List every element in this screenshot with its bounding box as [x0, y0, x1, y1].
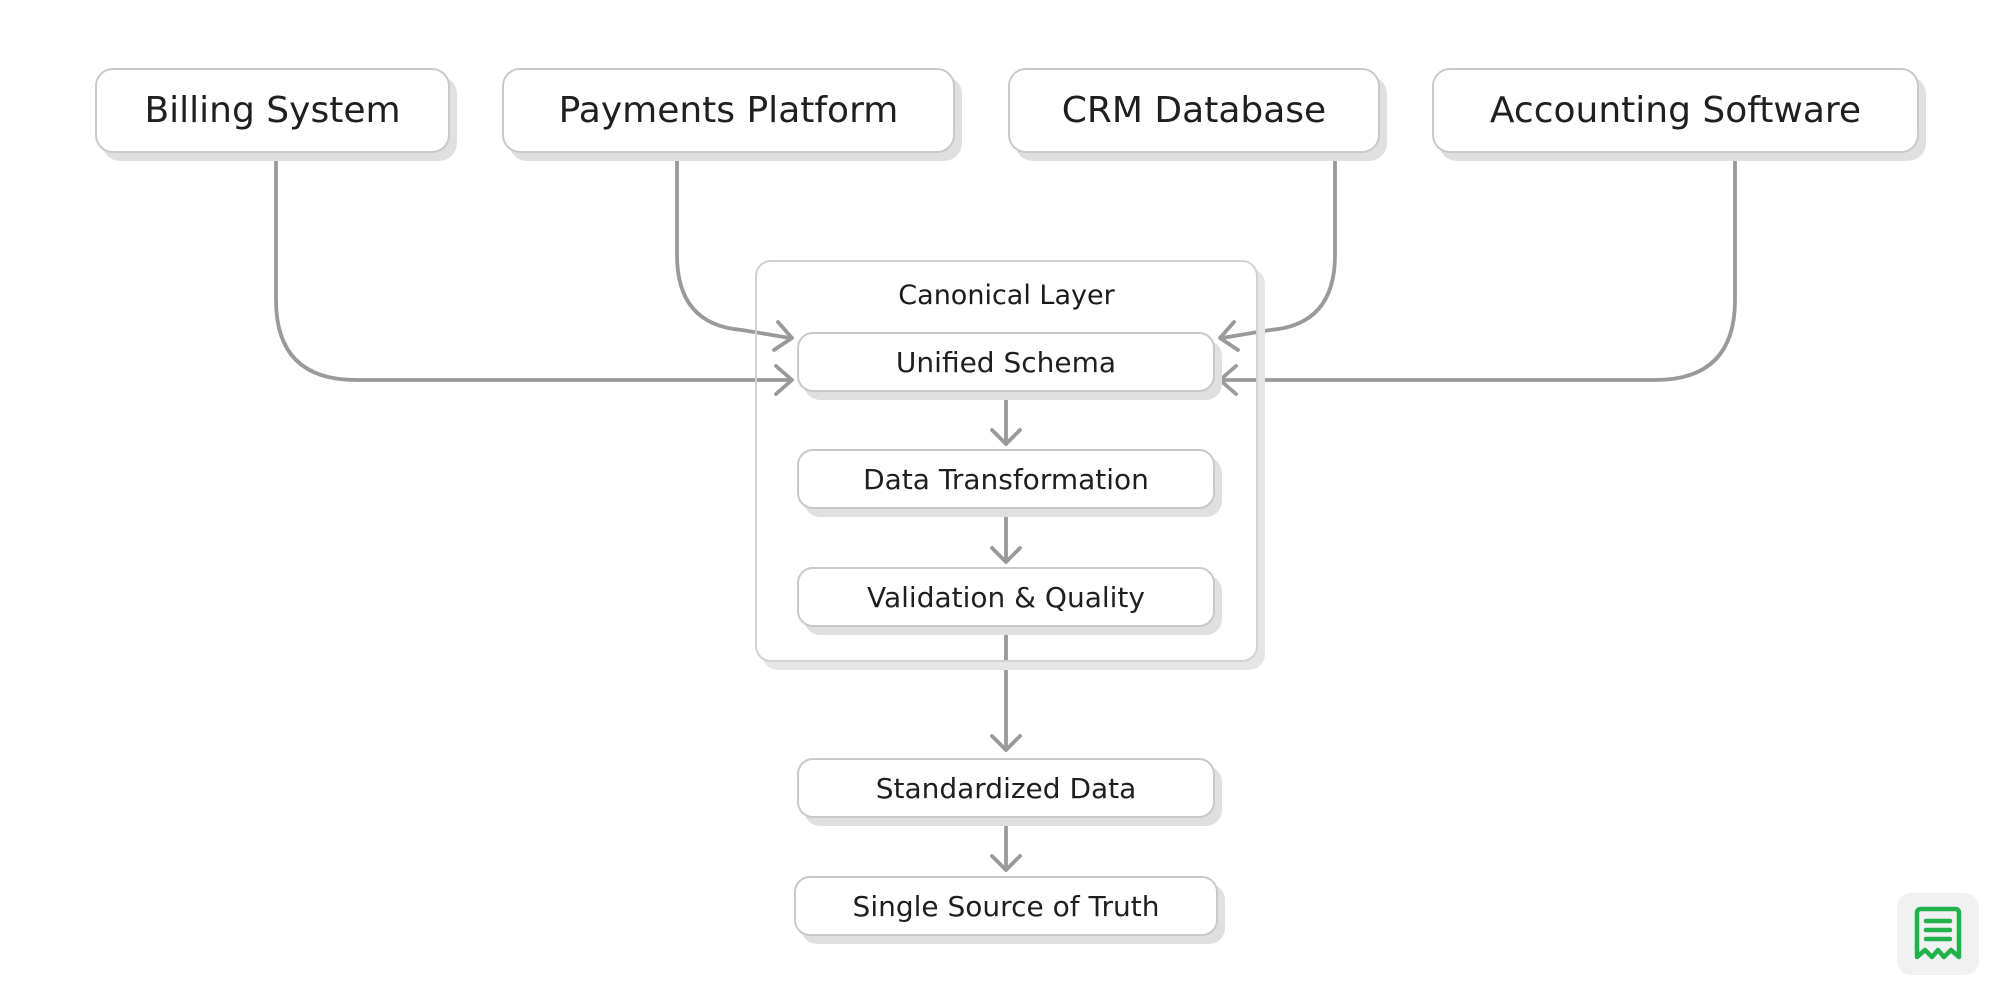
step-validation-quality: Validation & Quality [797, 567, 1215, 627]
output-label: Single Source of Truth [852, 889, 1160, 923]
arrowhead-standardized-to-truth [990, 854, 1022, 872]
arrowhead-crm [1218, 320, 1240, 352]
corner-badge[interactable] [1897, 893, 1979, 975]
output-single-source-of-truth: Single Source of Truth [794, 876, 1218, 936]
arrowhead-accounting [1218, 364, 1238, 396]
connector-accounting [1220, 150, 1737, 382]
arrowhead-validation-to-standardized [990, 734, 1022, 752]
source-payments-platform: Payments Platform [502, 68, 955, 153]
arrowhead-schema-to-transform [990, 428, 1022, 446]
step-data-transformation: Data Transformation [797, 449, 1215, 509]
canonical-layer-container [755, 260, 1258, 662]
arrowhead-transform-to-validation [990, 546, 1022, 564]
source-accounting-software: Accounting Software [1432, 68, 1919, 153]
step-label: Data Transformation [863, 462, 1149, 496]
canonical-layer-title: Canonical Layer [898, 280, 1115, 311]
step-label: Validation & Quality [867, 580, 1145, 614]
source-label: Billing System [144, 90, 401, 131]
receipt-icon [1914, 906, 1962, 960]
connector-billing [274, 150, 792, 382]
step-label: Unified Schema [895, 345, 1117, 379]
source-billing-system: Billing System [95, 68, 450, 153]
output-label: Standardized Data [875, 771, 1137, 805]
arrowhead-payments [772, 320, 794, 352]
arrowhead-billing [774, 364, 794, 396]
source-label: CRM Database [1061, 90, 1327, 131]
source-label: Accounting Software [1489, 90, 1862, 131]
output-standardized-data: Standardized Data [797, 758, 1215, 818]
connector-payments [675, 150, 792, 340]
source-crm-database: CRM Database [1008, 68, 1380, 153]
source-label: Payments Platform [558, 90, 899, 131]
step-unified-schema: Unified Schema [797, 332, 1215, 392]
connector-crm [1220, 150, 1337, 340]
